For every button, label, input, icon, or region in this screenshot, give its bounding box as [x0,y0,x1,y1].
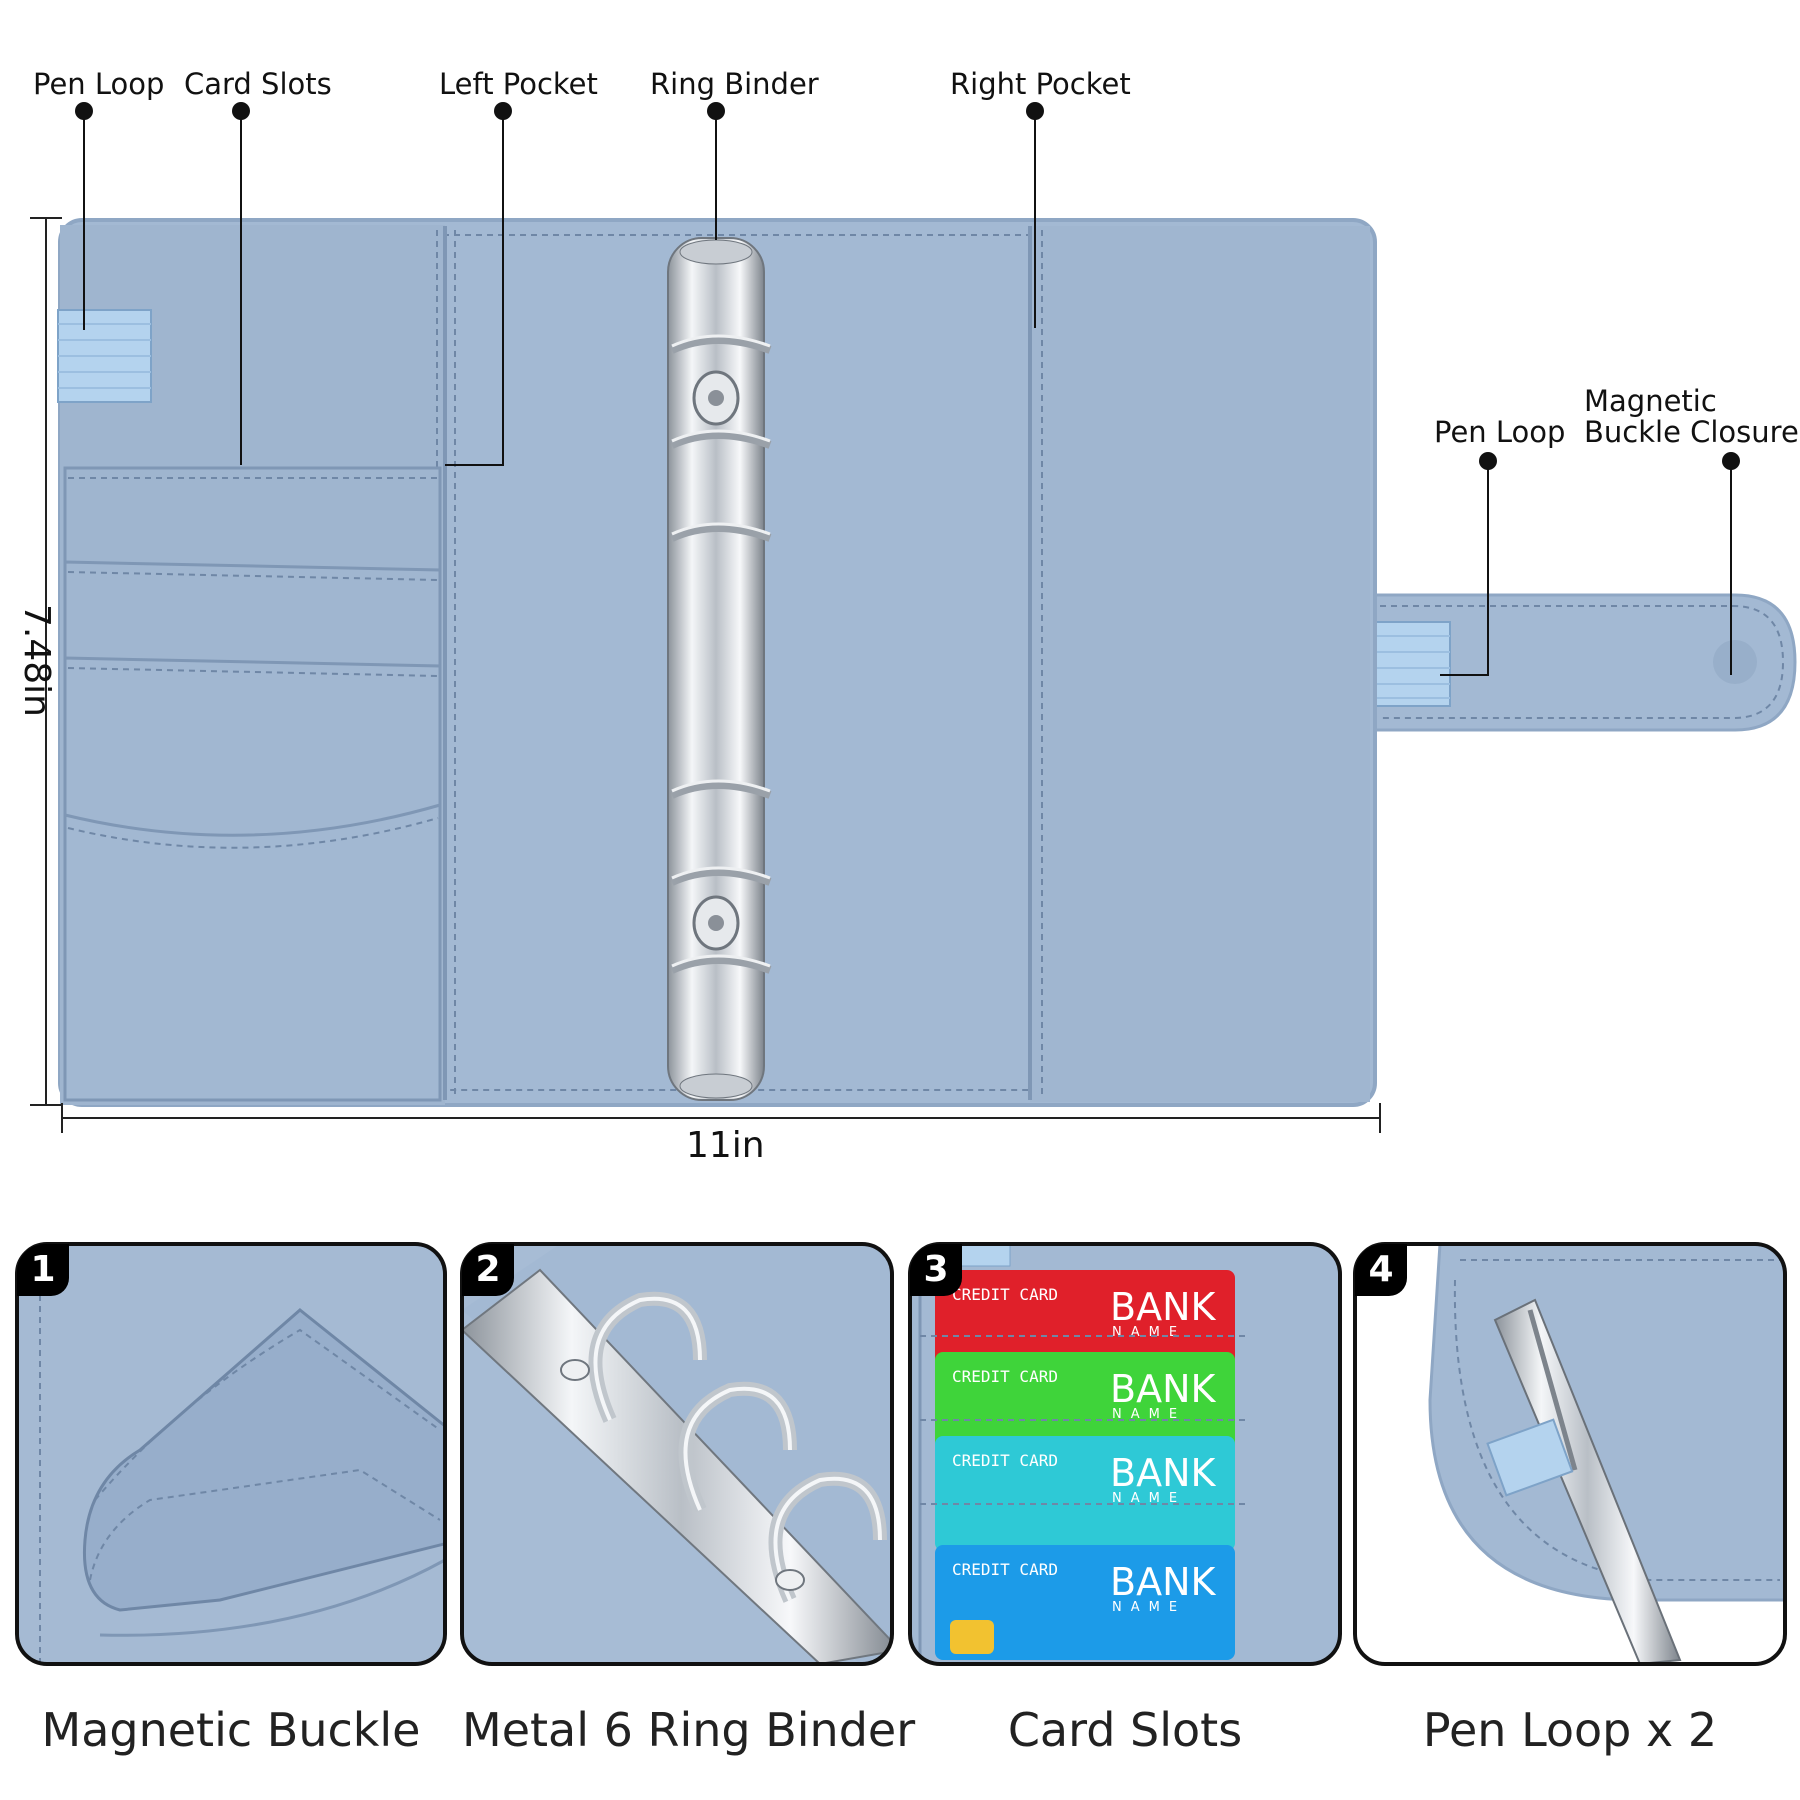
callout-dot [707,102,725,120]
caption-ring-binder: Metal 6 Ring Binder [462,1703,916,1757]
callout-card-slots: Card Slots [184,67,332,101]
card-chip [950,1620,994,1654]
card-label: CREDIT CARD [952,1367,1058,1386]
card-bank: BANK [1110,1451,1216,1495]
dimension-height: 7.48in [15,604,57,717]
caption-magnetic-buckle: Magnetic Buckle [41,1703,421,1757]
binder-open-view [30,102,1797,1133]
card-label: CREDIT CARD [952,1451,1058,1470]
panel-3-frame [908,1242,1342,1666]
callout-dot [1479,452,1497,470]
callout-dot [1026,102,1044,120]
callout-line-2: Buckle Closure [1584,415,1799,449]
panel-2-frame [460,1242,894,1666]
card-bank: BANK [1110,1367,1216,1411]
panel-2-badge: 2 [462,1244,514,1296]
callout-magnetic-buckle-closure: Magnetic Buckle Closure [1584,386,1799,448]
callout-line-1: Magnetic [1584,384,1717,418]
card-label: CREDIT CARD [952,1560,1058,1579]
panel-3-badge: 3 [910,1244,962,1296]
panel-1-image [17,1244,445,1664]
panel-1-frame [15,1242,447,1666]
caption-card-slots: Card Slots [1007,1703,1243,1757]
card-bank-sub: NAME [1112,1325,1186,1340]
callout-right-pocket: Right Pocket [950,67,1131,101]
card-slot-rows [63,466,442,1102]
panel-1-badge: 1 [17,1244,69,1296]
card-bank-sub: NAME [1112,1491,1186,1506]
callout-ring-binder: Ring Binder [650,67,819,101]
caption-pen-loop: Pen Loop x 2 [1422,1703,1718,1757]
card-label: CREDIT CARD [952,1285,1058,1304]
dimension-lines [30,217,1381,1133]
panel-4-image [1355,1244,1785,1664]
ring-mechanism [667,237,772,1101]
card-bank-sub: NAME [1112,1600,1186,1615]
callout-dot [232,102,250,120]
card-bank: BANK [1110,1560,1216,1604]
callout-pen-loop-right: Pen Loop [1434,415,1566,449]
callout-dot [494,102,512,120]
card-body [935,1436,1235,1551]
callout-leaders [83,111,1732,676]
panel-4-badge: 4 [1355,1244,1407,1296]
panel-2-image [462,1244,892,1664]
dimension-width: 11in [686,1125,765,1166]
panel-4-frame [1353,1242,1787,1666]
card-bank-sub: NAME [1112,1407,1186,1422]
card-bank: BANK [1110,1285,1216,1329]
card-body [935,1545,1235,1660]
callout-dot [1722,452,1740,470]
callout-pen-loop-left: Pen Loop [33,67,165,101]
callout-dot [75,102,93,120]
callout-left-pocket: Left Pocket [439,67,598,101]
